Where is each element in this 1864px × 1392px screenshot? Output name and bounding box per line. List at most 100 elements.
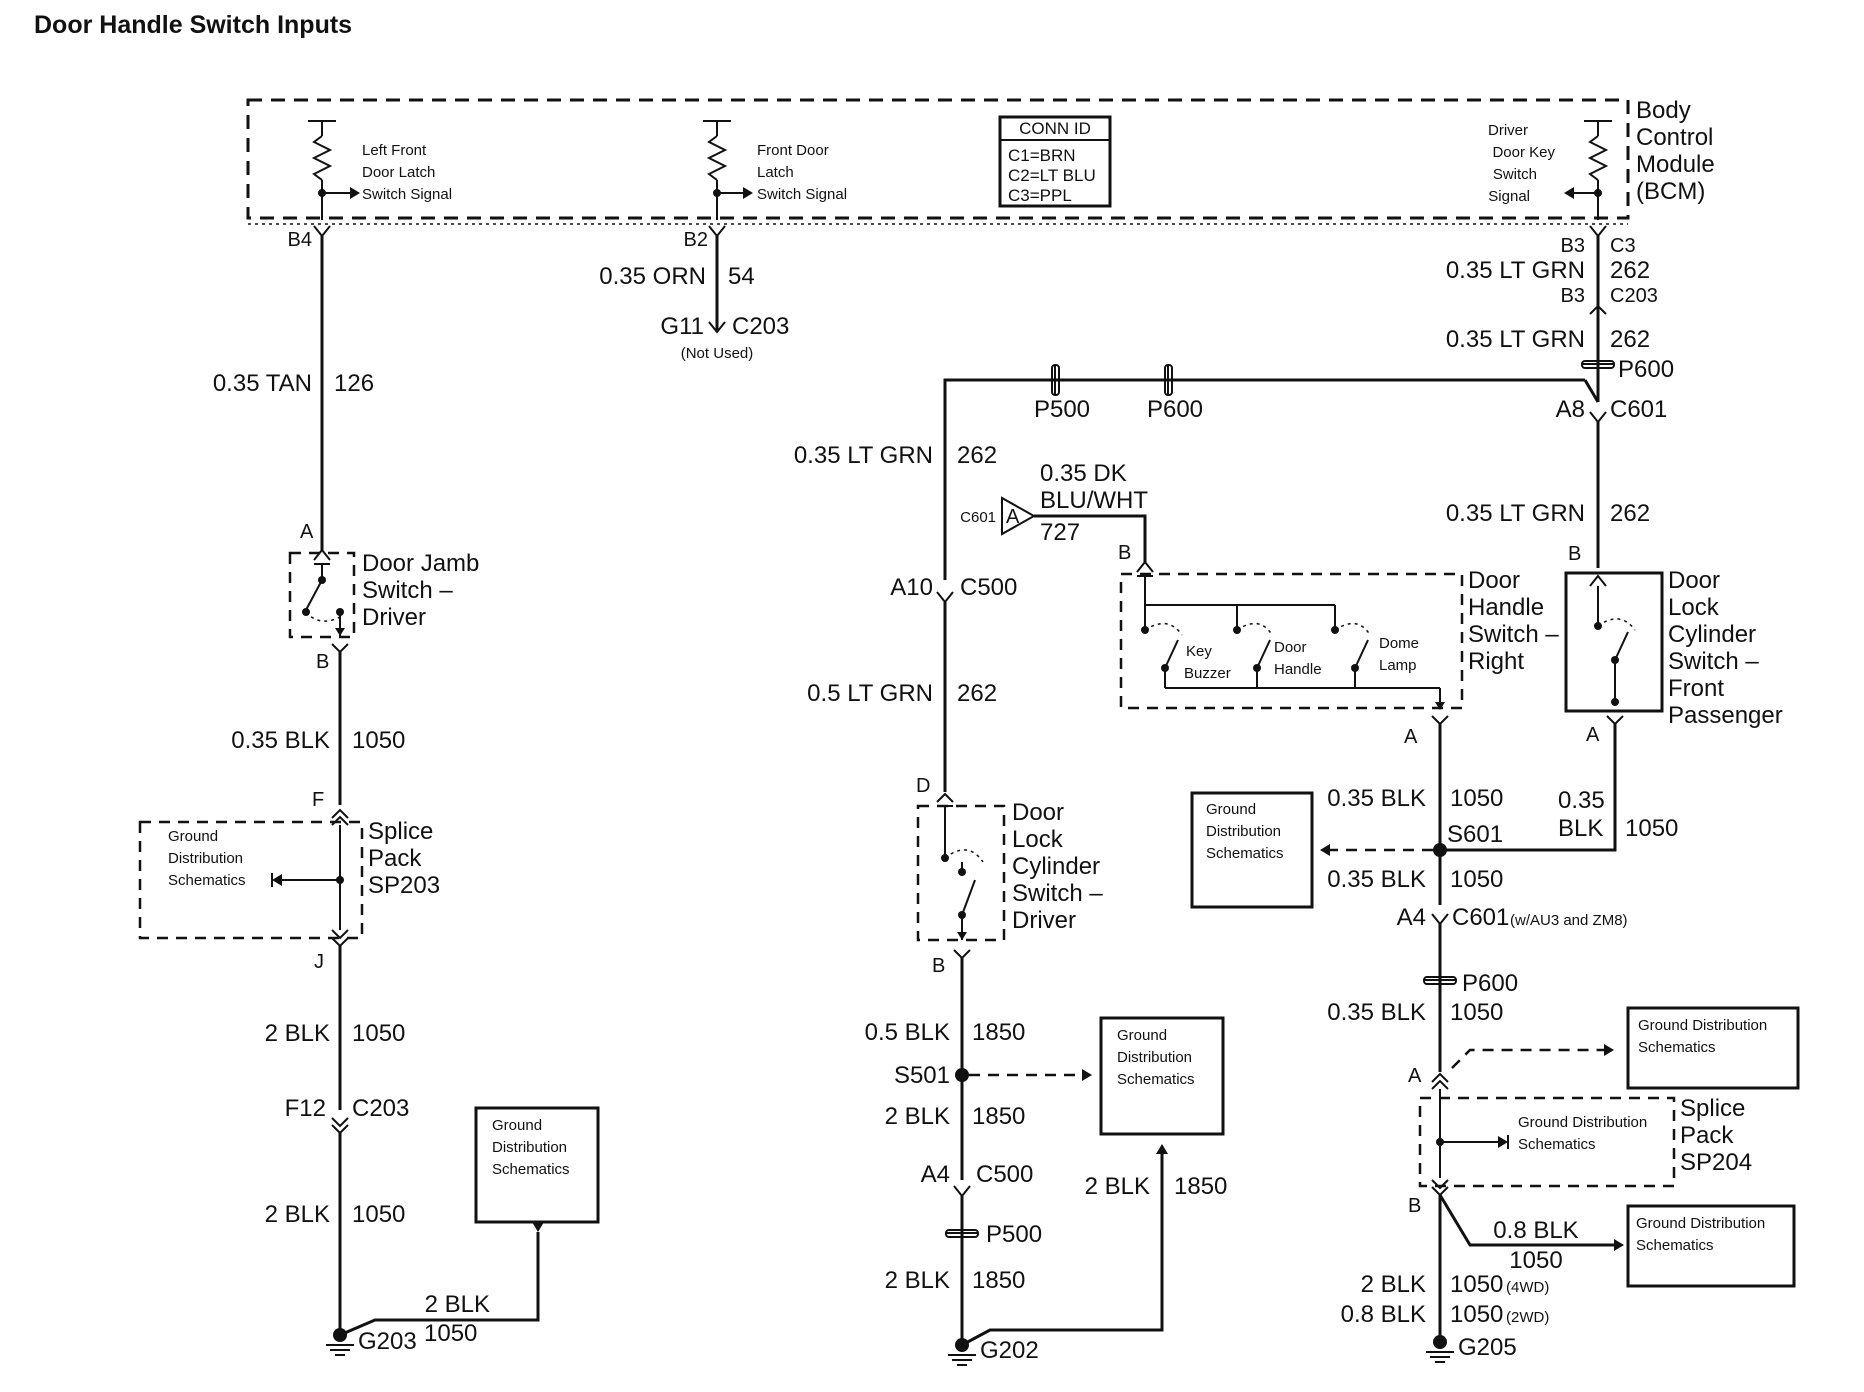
lock-driver-3: Cylinder <box>1012 853 1100 880</box>
wire-blk2-1850-a: 2 BLK <box>885 1103 950 1130</box>
gds-s501-1: Ground <box>1117 1027 1167 1044</box>
lock-pass-6: Passenger <box>1668 702 1783 729</box>
door-lock-cylinder-passenger: B Door Lock Cylinder Switch – Front Pass… <box>1440 543 1783 852</box>
gds-sp204-b-1: Ground Distribution <box>1636 1215 1765 1232</box>
wire-blk05-1850: 0.5 BLK <box>865 1019 950 1046</box>
wire-orn-num: 54 <box>728 263 755 290</box>
bcm-label-1: Body <box>1636 97 1691 124</box>
pin-a-cyl: A <box>1586 724 1600 746</box>
wire-blk08-num: 1050 <box>1509 1247 1562 1274</box>
pin-a4-c500: A4 <box>921 1161 950 1188</box>
gds-g203-2: Distribution <box>492 1139 567 1156</box>
driver-key-line-3: Switch <box>1493 166 1537 183</box>
jamb-label-1: Door Jamb <box>362 550 479 577</box>
wire-blk2-1850-c: 2 BLK <box>1085 1173 1150 1200</box>
conn-c601-right: C601 <box>1610 396 1667 423</box>
pin-b4: B4 <box>288 229 312 251</box>
conn-id-line-3: C3=PPL <box>1008 186 1072 205</box>
wire-blk2-1850-a-num: 1850 <box>972 1103 1025 1130</box>
front-signal-line-3: Switch Signal <box>757 186 847 203</box>
wire-blk-cyl-1: 0.35 <box>1558 787 1605 814</box>
conn-c601-a: C601 <box>960 509 996 526</box>
wire-ltgrn-c: 0.35 LT GRN <box>1446 500 1585 527</box>
gds-box-s501 <box>1099 1016 1225 1136</box>
wire-blk-s601-top-num: 1050 <box>1450 785 1503 812</box>
conn-c203-g11: C203 <box>732 313 789 340</box>
wire-dkblu-num: 727 <box>1040 519 1080 546</box>
wire-blk2-1850-c-num: 1850 <box>1174 1173 1227 1200</box>
jamb-label-2: Switch – <box>362 577 453 604</box>
pin-a-jamb: A <box>300 521 314 543</box>
gds-sp204-b-2: Schematics <box>1636 1237 1714 1254</box>
key-buzzer-2: Buzzer <box>1184 665 1231 682</box>
sp204-label-1: Splice <box>1680 1095 1745 1122</box>
gds-s501-3: Schematics <box>1117 1071 1195 1088</box>
lock-pass-2: Lock <box>1668 594 1720 621</box>
wire-ltgrn-b-num: 262 <box>1610 326 1650 353</box>
not-used-note: (Not Used) <box>681 345 754 362</box>
wire-ltgrn-c-num: 262 <box>1610 500 1650 527</box>
wire-ltgrn-mid-num: 262 <box>957 442 997 469</box>
pin-b-cyl: B <box>1568 543 1581 565</box>
conn-c500-low: C500 <box>976 1161 1033 1188</box>
wire-blk08-2wd: 0.8 BLK <box>1341 1301 1426 1328</box>
gds-sp204-a-2: Schematics <box>1638 1039 1716 1056</box>
circuit-front-door-latch: B2 0.35 ORN 54 G11 C203 (Not Used) <box>599 225 789 362</box>
sp204-label-3: SP204 <box>1680 1149 1752 1176</box>
sp204-label-2: Pack <box>1680 1122 1734 1149</box>
wire-ltgrn05-num: 262 <box>957 680 997 707</box>
pin-g11: G11 <box>660 313 704 340</box>
gds-sp203-1: Ground <box>168 828 218 845</box>
bcm-left-front-signal: Left Front Door Latch Switch Signal <box>308 120 452 220</box>
gds-g203-1: Ground <box>492 1117 542 1134</box>
handle-right-2: Handle <box>1468 594 1544 621</box>
wire-blk08: 0.8 BLK <box>1493 1217 1578 1244</box>
gds-sp204-inner-2: Schematics <box>1518 1136 1596 1153</box>
wire-dkblu-1: 0.35 DK <box>1040 460 1127 487</box>
handle-right-3: Switch – <box>1468 621 1559 648</box>
driver-key-line-1: Driver <box>1488 122 1528 139</box>
conn-c500-top: C500 <box>960 574 1017 601</box>
left-signal-line-2: Door Latch <box>362 164 435 181</box>
wire-blk2-4wd-num: 1050 <box>1450 1271 1503 1298</box>
door-handle-switch-right: B Key Buzzer Door Handle Dome <box>1118 542 1559 748</box>
splice-s601: S601 <box>1447 821 1503 848</box>
lock-pass-3: Cylinder <box>1668 621 1756 648</box>
wire-blk-cyl-2: BLK <box>1558 815 1603 842</box>
lock-pass-5: Front <box>1668 675 1724 702</box>
conn-id-box: CONN ID C1=BRN C2=LT BLU C3=PPL <box>998 115 1112 208</box>
wire-blk-jamb: 0.35 BLK <box>231 727 330 754</box>
conn-c3: C3 <box>1610 235 1636 257</box>
inline-p600-right: P600 <box>1618 356 1674 383</box>
pin-b3-top: B3 <box>1561 235 1585 257</box>
wire-blk05-1850-num: 1850 <box>972 1019 1025 1046</box>
bcm-label-4: (BCM) <box>1636 178 1705 205</box>
inline-p500-low: P500 <box>986 1221 1042 1248</box>
left-signal-line-3: Switch Signal <box>362 186 452 203</box>
wire-ltgrn-mid: 0.35 LT GRN <box>794 442 933 469</box>
bcm-front-door-signal: Front Door Latch Switch Signal <box>703 120 847 220</box>
sp203-label-3: SP203 <box>368 872 440 899</box>
conn-c203-left: C203 <box>352 1095 409 1122</box>
driver-key-line-2: Door Key <box>1492 144 1555 161</box>
gds-s601-2: Distribution <box>1206 823 1281 840</box>
wire-blk2-a-num: 1050 <box>352 1020 405 1047</box>
wire-blk-p600-num: 1050 <box>1450 999 1503 1026</box>
gds-s601-3: Schematics <box>1206 845 1284 862</box>
ground-g205: G205 <box>1458 1334 1517 1361</box>
lock-driver-1: Door <box>1012 799 1064 826</box>
bcm-module: Body Control Module (BCM) Left Front Doo… <box>246 97 1715 225</box>
circuit-driver-lock: 0.35 LT GRN 262 C601 A 0.35 DK BLU/WHT 7… <box>794 442 1227 1366</box>
gds-sp204-inner-1: Ground Distribution <box>1518 1114 1647 1131</box>
pin-f-splice: F <box>312 789 324 811</box>
conn-id-header: CONN ID <box>1019 119 1091 138</box>
wire-dkblu-2: BLU/WHT <box>1040 487 1148 514</box>
wire-blk2-g203-num: 1050 <box>424 1320 477 1347</box>
left-signal-line-1: Left Front <box>362 142 427 159</box>
wire-blk2-4wd: 2 BLK <box>1361 1271 1426 1298</box>
key-buzzer-1: Key <box>1186 643 1212 660</box>
lock-pass-4: Switch – <box>1668 648 1759 675</box>
conn-c601-low: C601 <box>1452 904 1509 931</box>
dome-lamp-2: Lamp <box>1379 657 1417 674</box>
gds-g203-3: Schematics <box>492 1161 570 1178</box>
